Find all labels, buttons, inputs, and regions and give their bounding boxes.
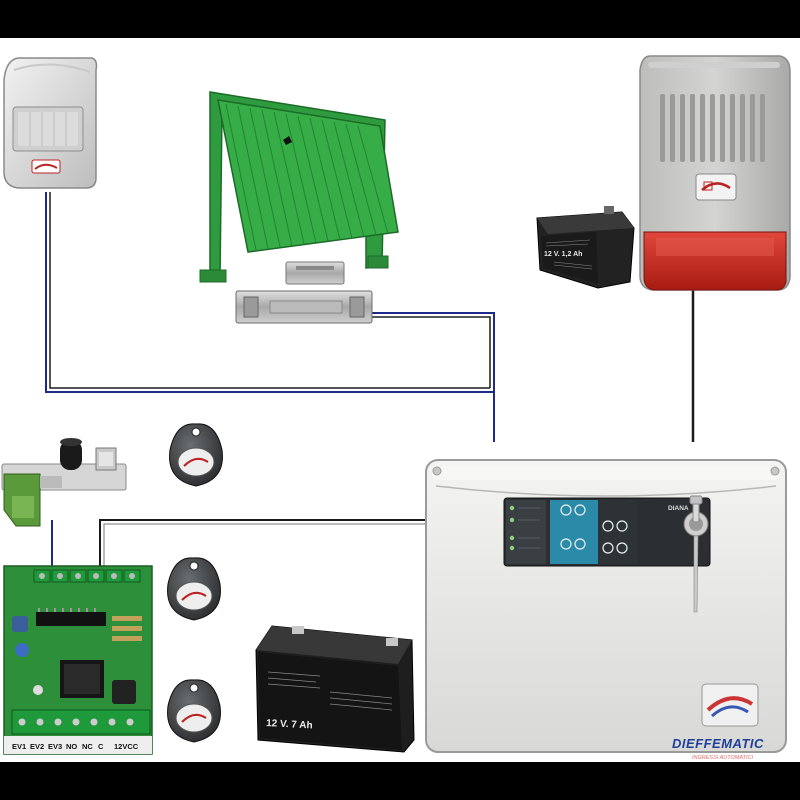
terminal-label-2: EV3 [48, 742, 62, 751]
outdoor-siren [639, 55, 791, 291]
garage-handle-icon [283, 136, 292, 145]
wire-door-contact-to-panel [372, 312, 495, 392]
brand-watermark: DIEFFEMATIC INGRESSI AUTOMATICI [672, 736, 764, 761]
siren-logo-icon [695, 173, 737, 201]
magnetic-door-contact [235, 261, 373, 324]
terminal-label-0: EV1 [12, 742, 26, 751]
brand-tagline: INGRESSI AUTOMATICI [692, 755, 753, 761]
garage-door [199, 91, 399, 283]
wire-receiver-to-panel [99, 519, 428, 566]
rfid-tag-3 [167, 679, 221, 743]
terminal-label-6: 12VCC [114, 742, 139, 751]
diagram-canvas: 12 V. 1,2 Ah [0, 38, 800, 762]
rfid-tag-2 [167, 557, 221, 621]
brand-name: DIEFFEMATIC [672, 736, 764, 751]
receiver-circuit-board: EV1 EV2 EV3 NO NC C 12VCC [3, 565, 153, 755]
siren-grille [660, 94, 765, 162]
panel-brand-label: DIANA [668, 505, 689, 512]
screw-icon [770, 466, 780, 476]
terminal-label-4: NC [82, 742, 93, 751]
terminal-label-3: NO [66, 742, 77, 751]
panel-buttons [560, 504, 628, 554]
terminal-label-5: C [98, 742, 104, 751]
battery-large: 12 V. 7 Ah [255, 625, 415, 753]
antenna-receiver-module [1, 438, 127, 527]
battery-small-label: 12 V. 1,2 Ah [544, 251, 582, 258]
diagram-svg: 12 V. 1,2 Ah [1, 55, 791, 761]
terminal-label-1: EV2 [30, 742, 44, 751]
battery-large-label: 12 V. 7 Ah [266, 718, 313, 731]
panel-status-leds [509, 505, 515, 551]
rfid-tag-1 [169, 423, 223, 487]
alarm-control-panel: DIANA [425, 459, 787, 753]
wire-pir-to-panel [45, 192, 495, 442]
screw-icon [432, 466, 442, 476]
battery-small: 12 V. 1,2 Ah [536, 206, 635, 289]
pir-logo-icon [31, 159, 61, 174]
pir-motion-sensor [3, 57, 98, 189]
panel-logo-icon [701, 683, 759, 727]
panel-key-switch [683, 495, 709, 613]
